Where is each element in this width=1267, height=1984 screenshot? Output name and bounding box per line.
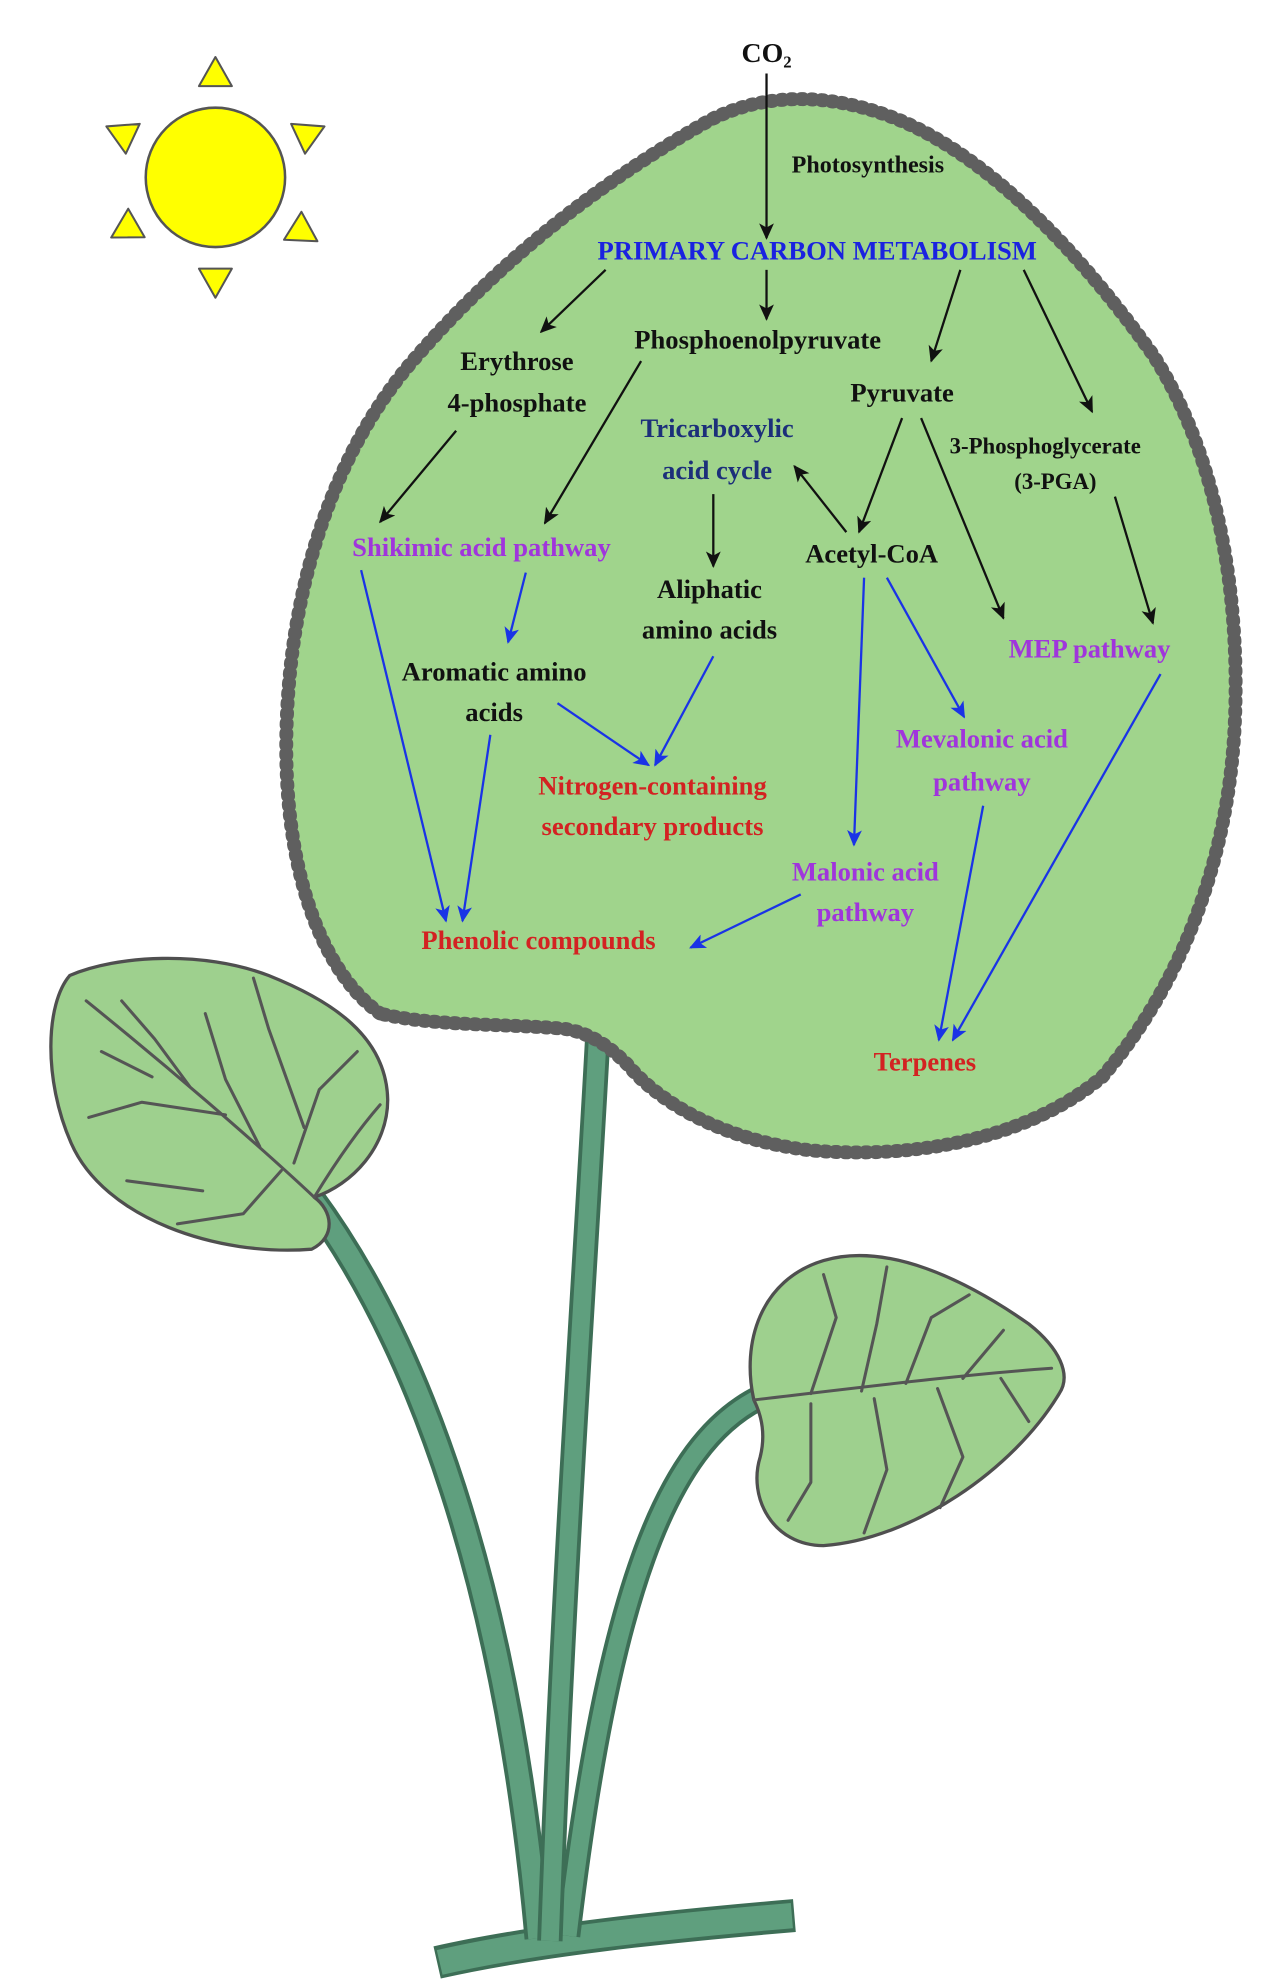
arrow-phosphoenolpyruvate-to-shikimic	[543, 360, 643, 525]
black-arrows	[379, 73, 1156, 625]
left-leaf	[49, 956, 390, 1252]
tca-label-line2: acid cycle	[662, 455, 772, 485]
sun-ray	[197, 55, 233, 88]
3-pga-label-line2: (3-PGA)	[1014, 469, 1096, 494]
nitrogen-products-label-line1: Nitrogen-containing	[538, 770, 767, 800]
arrow-acetyl-coa-to-malonic	[847, 577, 866, 847]
plant-stems	[299, 1031, 796, 1979]
terpenes-label: Terpenes	[874, 1047, 976, 1077]
right-leaf-blade	[748, 1253, 1066, 1548]
sun-ray	[282, 210, 319, 243]
acetyl-coa-label: Acetyl-CoA	[805, 539, 939, 569]
stem-right-fill	[558, 1389, 765, 1937]
arrow-3-pga-to-mep	[1113, 496, 1156, 625]
arrow-pyruvate-to-mep	[920, 417, 1005, 620]
sun-ray	[290, 122, 326, 155]
3-pga-label-line1: 3-Phosphoglycerate	[950, 434, 1141, 459]
photosynthesis-label: Photosynthesis	[792, 152, 944, 178]
shikimic-pathway-label: Shikimic acid pathway	[352, 532, 611, 562]
mevalonic-label-line1: Mevalonic acid	[896, 723, 1068, 753]
arrow-mep-to-terpenes	[951, 673, 1162, 1042]
mevalonic-label-line2: pathway	[933, 767, 1031, 797]
aromatic-label-line1: Aromatic amino	[402, 656, 587, 686]
stem-right	[555, 1386, 766, 1938]
co2-label: CO₂	[741, 38, 791, 69]
primary-carbon-metabolism-label: PRIMARY CARBON METABOLISM	[598, 236, 1037, 266]
arrow-primary-to-erythrose	[539, 269, 607, 334]
aliphatic-label-line1: Aliphatic	[657, 574, 762, 604]
mep-pathway-label: MEP pathway	[1009, 634, 1171, 664]
sun-ray	[110, 207, 146, 239]
left-leaf-blade	[49, 956, 390, 1252]
arrow-shikimic-to-phenolic	[360, 569, 450, 923]
erythrose-label-line2: 4-phosphate	[447, 388, 586, 418]
stem-left-fill	[302, 1191, 549, 1940]
phenolic-compounds-label: Phenolic compounds	[421, 925, 655, 955]
arrow-aliphatic-to-nitrogen	[654, 655, 715, 767]
arrow-shikimic-to-aromatic	[504, 572, 527, 644]
stem-base-fill	[436, 1902, 793, 1975]
arrow-aromatic-to-phenolic	[457, 734, 492, 923]
erythrose-label-line1: Erythrose	[460, 346, 573, 376]
arrow-mevalonic-to-terpenes	[934, 805, 985, 1042]
arrow-primary-to-pyruvate	[928, 269, 962, 363]
right-leaf-veins	[752, 1265, 1054, 1535]
blue-arrows	[360, 569, 1162, 1042]
aliphatic-label-line2: amino acids	[642, 615, 777, 645]
malonic-label-line2: pathway	[817, 897, 915, 927]
aromatic-label-line2: acids	[465, 697, 523, 727]
arrow-pyruvate-to-acetyl-coa	[857, 417, 904, 534]
tca-label-line1: Tricarboxylic	[641, 413, 794, 443]
arrow-primary-to-3-phosphoglycerate	[1022, 269, 1094, 414]
nitrogen-products-label-line2: secondary products	[542, 811, 764, 841]
arrow-erythrose-to-shikimic	[379, 430, 458, 524]
pyruvate-label: Pyruvate	[850, 378, 954, 408]
stem-main-fill	[541, 1032, 607, 1942]
labels: CO₂ Photosynthesis PRIMARY CARBON METABO…	[352, 38, 1171, 1076]
main-leaf	[279, 92, 1243, 1160]
arrow-acetyl-coa-to-tca	[793, 464, 848, 533]
phosphoenolpyruvate-label: Phosphoenolpyruvate	[634, 324, 881, 354]
arrow-aromatic-to-nitrogen	[556, 702, 651, 767]
sun-disc	[144, 106, 287, 249]
right-leaf	[748, 1253, 1066, 1548]
arrow-malonic-to-phenolic	[689, 893, 802, 949]
sun-ray	[197, 267, 233, 299]
arrow-acetyl-coa-to-mevalonic	[885, 577, 966, 719]
sun-ray	[105, 122, 141, 155]
malonic-label-line1: Malonic acid	[792, 857, 939, 887]
main-leaf-wavy-edge	[279, 92, 1243, 1160]
left-leaf-veins	[84, 976, 382, 1226]
stem-left	[299, 1188, 553, 1940]
sun-illustration	[105, 55, 326, 299]
